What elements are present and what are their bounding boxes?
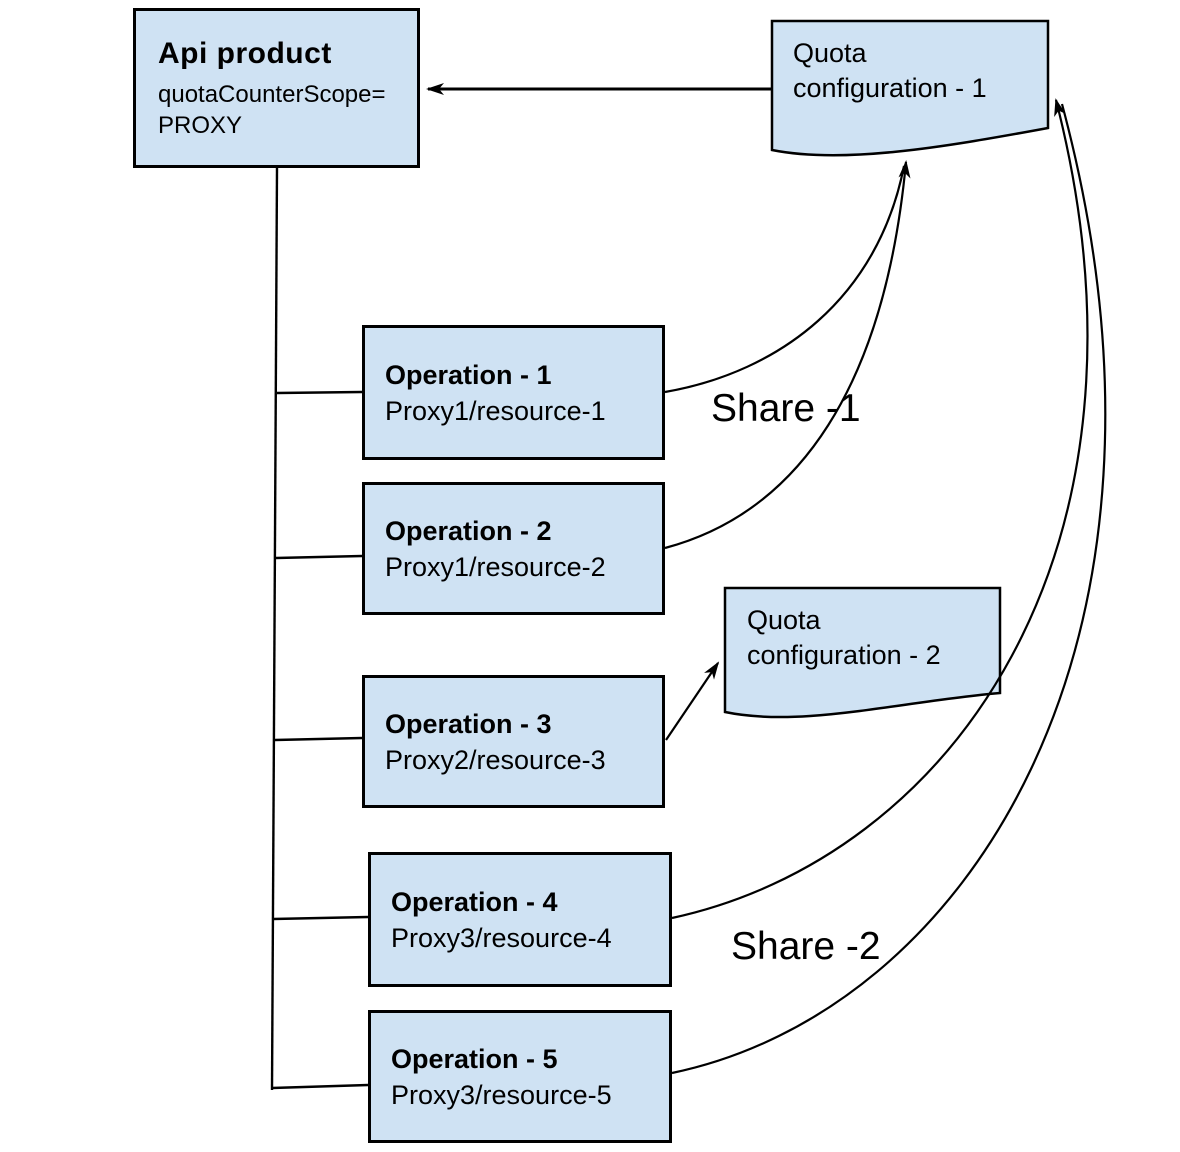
quota-config-1-line1: Quota bbox=[793, 38, 867, 68]
quota-config-1-line2: configuration - 1 bbox=[793, 73, 987, 103]
share-1-label: Share -1 bbox=[711, 387, 861, 430]
operation-4-path: Proxy3/resource-4 bbox=[391, 922, 612, 953]
quota-config-2-label: Quota configuration - 2 bbox=[747, 603, 941, 673]
branch-to-operation-5 bbox=[271, 1083, 369, 1090]
operation-1-title: Operation - 1 bbox=[385, 359, 552, 390]
operation-2-path: Proxy1/resource-2 bbox=[385, 551, 606, 582]
quota-config-2-line1: Quota bbox=[747, 605, 821, 635]
api-product-title: Api product bbox=[158, 37, 332, 70]
connector-operation-4-to-quota1 bbox=[671, 98, 1089, 920]
connector-operation-5-to-quota1 bbox=[671, 103, 1107, 1075]
api-product-trunk-line bbox=[270, 167, 279, 1091]
connector-operation-2-to-quota1 bbox=[664, 160, 911, 550]
operation-5-title: Operation - 5 bbox=[391, 1043, 558, 1074]
api-product-box: Api product quotaCounterScope= PROXY bbox=[133, 8, 420, 168]
branch-to-operation-3 bbox=[274, 736, 363, 742]
operation-2-title: Operation - 2 bbox=[385, 515, 552, 546]
operation-4-box: Operation - 4 Proxy3/resource-4 bbox=[368, 852, 672, 987]
operation-4-title: Operation - 4 bbox=[391, 886, 558, 917]
branch-to-operation-4 bbox=[272, 915, 369, 921]
operation-5-box: Operation - 5 Proxy3/resource-5 bbox=[368, 1010, 672, 1143]
operation-3-title: Operation - 3 bbox=[385, 708, 552, 739]
quota-config-1-shape bbox=[770, 19, 1050, 157]
api-product-attr-line1: quotaCounterScope= bbox=[158, 81, 386, 108]
operation-5-path: Proxy3/resource-5 bbox=[391, 1079, 612, 1110]
quota-config-2-shape bbox=[723, 586, 1002, 719]
operation-1-path: Proxy1/resource-1 bbox=[385, 395, 606, 426]
quota-config-1-label: Quota configuration - 1 bbox=[793, 36, 987, 106]
api-product-attr-line2: PROXY bbox=[158, 112, 243, 139]
connector-operation-1-to-quota1 bbox=[664, 165, 906, 394]
connector-operation-3-to-quota2 bbox=[665, 661, 720, 741]
quota-config-2-line2: configuration - 2 bbox=[747, 640, 941, 670]
operation-3-box: Operation - 3 Proxy2/resource-3 bbox=[362, 675, 665, 808]
operation-2-box: Operation - 2 Proxy1/resource-2 bbox=[362, 482, 665, 615]
branch-to-operation-1 bbox=[276, 390, 363, 395]
operation-3-path: Proxy2/resource-3 bbox=[385, 744, 606, 775]
operation-1-box: Operation - 1 Proxy1/resource-1 bbox=[362, 325, 665, 460]
branch-to-operation-2 bbox=[275, 554, 363, 560]
share-2-label: Share -2 bbox=[731, 925, 881, 968]
